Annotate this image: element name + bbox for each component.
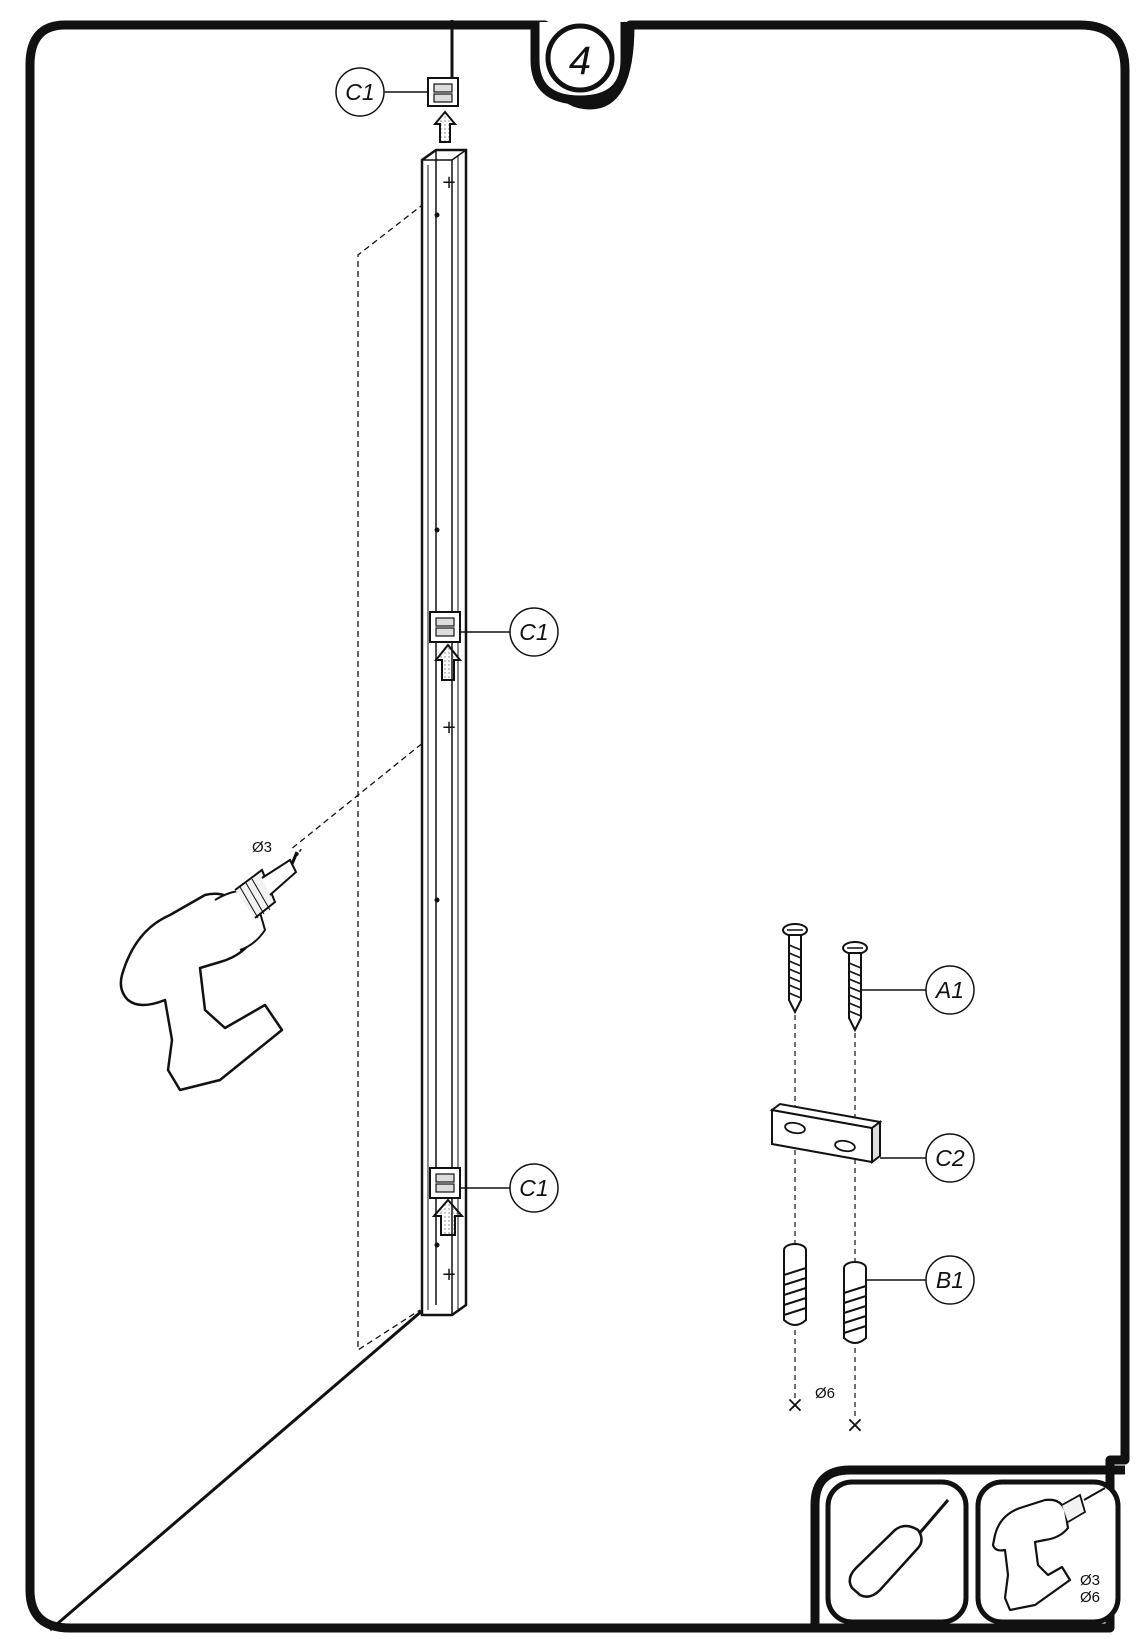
bracket-c2 (769, 1102, 883, 1164)
drill-guide-line (289, 724, 446, 851)
label-c1-bottom-text: C1 (519, 1175, 548, 1201)
svg-text:+: + (441, 717, 456, 738)
drill-illustration (119, 847, 303, 1092)
label-a1-text: A1 (934, 977, 964, 1003)
svg-text:+: + (441, 1264, 456, 1285)
label-c2-text: C2 (935, 1145, 965, 1171)
drill-icon (991, 1498, 1072, 1612)
clip-c1-bottom (429, 1167, 465, 1236)
screwdriver-icon (848, 1524, 923, 1598)
page-frame (25, 20, 1130, 1633)
drill-bit-size-label: Ø3 (252, 839, 272, 856)
clip-c1-middle (429, 611, 463, 681)
step-number: 4 (569, 39, 591, 83)
screw-a1-right (842, 941, 868, 1033)
hole-mark-right: × (846, 1413, 864, 1438)
rail-dashed-outline (357, 184, 449, 1352)
plug-hole-size-label: Ø6 (815, 1385, 835, 1402)
label-c2: C2 (880, 1133, 975, 1183)
tools-frame (810, 1465, 1125, 1628)
label-c1-bottom: C1 (460, 1163, 559, 1213)
tool-drill-box: Ø3 Ø6 (975, 1479, 1121, 1625)
svg-text:+: + (441, 172, 456, 193)
wall-plug-b1-right (843, 1261, 867, 1344)
screw-a1-left (782, 923, 808, 1015)
label-b1-text: B1 (936, 1267, 964, 1293)
hole-mark-left: × (786, 1393, 804, 1418)
clip-c1-top (427, 77, 459, 143)
label-c1-top: C1 (335, 67, 428, 117)
label-c1-middle-text: C1 (519, 619, 548, 645)
label-c1-middle: C1 (460, 607, 559, 657)
step-badge: 4 (530, 22, 630, 105)
wall-corner-line (49, 1308, 424, 1632)
tool-drill-size-bottom: Ø6 (1080, 1589, 1100, 1606)
label-b1: B1 (866, 1255, 975, 1305)
tool-drill-size-top: Ø3 (1080, 1572, 1100, 1589)
wall-plug-b1-left (783, 1243, 807, 1326)
label-a1: A1 (861, 965, 975, 1015)
vertical-rail: + + + (420, 148, 468, 1317)
tool-screwdriver-box (825, 1479, 969, 1625)
label-c1-top-text: C1 (345, 79, 374, 105)
